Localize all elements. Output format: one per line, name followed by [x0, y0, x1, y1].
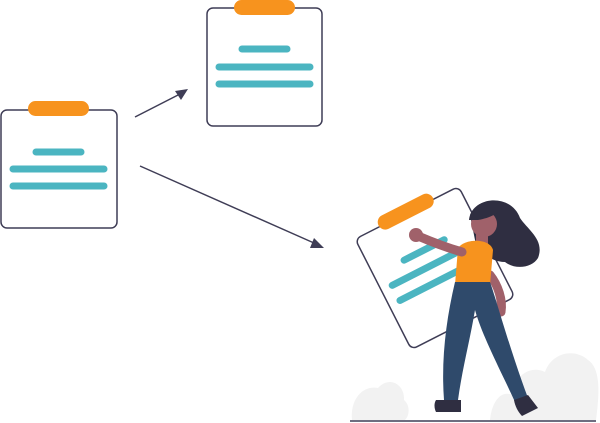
- plant-left-illustration: [351, 381, 409, 420]
- arrow-up-icon: [134, 89, 188, 118]
- person-illustration: [409, 200, 540, 416]
- clipboard-top-icon: [206, 0, 323, 127]
- arrow-down-icon: [139, 165, 324, 248]
- clipboard-left-icon: [0, 101, 118, 229]
